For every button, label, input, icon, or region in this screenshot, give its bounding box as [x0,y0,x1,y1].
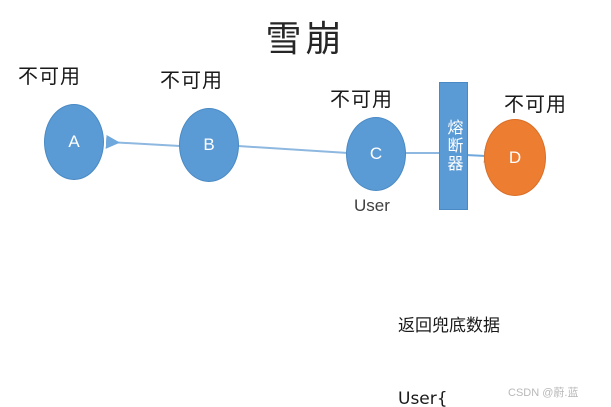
status-label-a: 不可用 [18,64,81,88]
node-c[interactable]: C [346,117,406,191]
edge-b-to-a [105,134,181,149]
node-d-label: D [508,147,522,167]
node-d[interactable]: D [484,119,546,196]
fallback-data-block: 返回兜底数据 User{ id:0 name:无此用户 } [398,266,534,407]
circuit-breaker-bar[interactable]: 熔断器 [439,82,468,210]
node-b[interactable]: B [179,108,239,182]
status-label-b: 不可用 [160,68,223,92]
watermark: CSDN @蔚.蓝 [508,387,579,399]
node-c-sub-label: User [354,196,390,215]
status-label-c: 不可用 [330,87,393,111]
node-a-label: A [68,132,80,151]
node-c-label: C [369,144,383,163]
node-b-label: B [203,135,215,154]
fallback-heading: 返回兜底数据 [398,316,500,337]
fallback-line-1: User{ [398,388,448,407]
page-title: 雪崩 [265,19,346,60]
node-a[interactable]: A [44,104,104,180]
edge-breaker-to-d [465,148,498,163]
circuit-breaker-label: 熔断器 [444,119,464,173]
edge-c-to-b [237,145,349,154]
status-label-d: 不可用 [504,92,567,116]
